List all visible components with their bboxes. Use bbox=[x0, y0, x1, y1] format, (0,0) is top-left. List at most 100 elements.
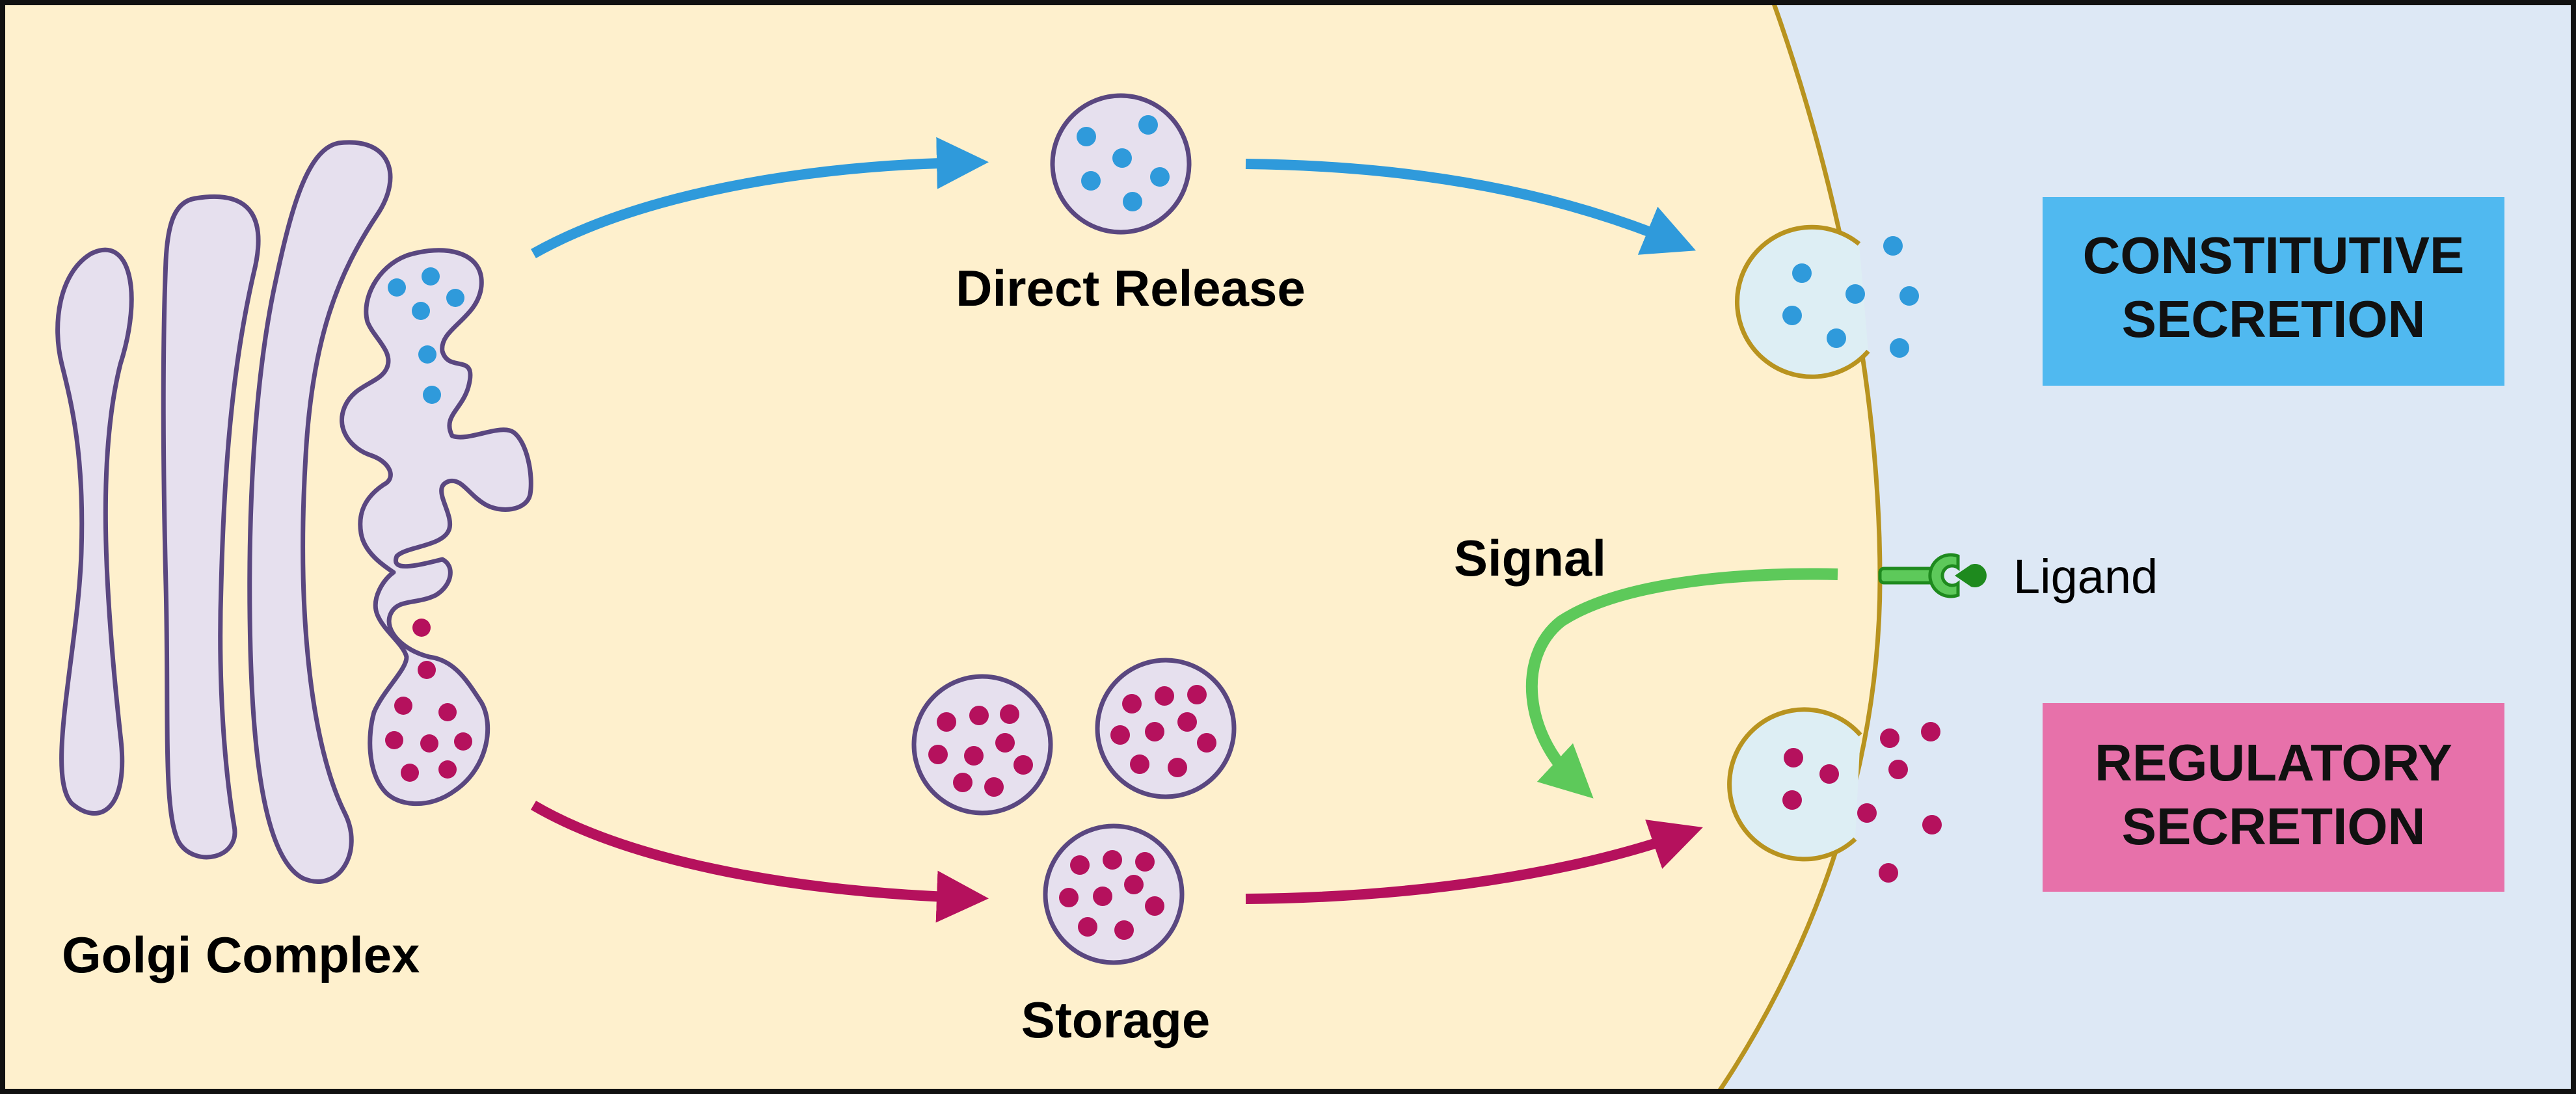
cargo-dot bbox=[1883, 236, 1903, 256]
cargo-dot bbox=[412, 302, 430, 320]
storage-vesicle bbox=[1043, 823, 1185, 965]
fused-vesicle-regulatory bbox=[1727, 707, 1942, 883]
cargo-dot bbox=[1000, 704, 1019, 724]
cargo-dot bbox=[1135, 852, 1155, 872]
storage-label: Storage bbox=[1021, 991, 1210, 1048]
cargo-dot bbox=[412, 619, 431, 637]
cargo-dot bbox=[1857, 803, 1877, 823]
cargo-dot bbox=[1093, 887, 1112, 906]
cargo-dot bbox=[1890, 338, 1909, 358]
cargo-dot bbox=[1124, 875, 1144, 894]
cargo-dot bbox=[953, 773, 973, 792]
cargo-dot bbox=[1819, 764, 1839, 784]
cargo-dot bbox=[438, 703, 457, 721]
cargo-dot bbox=[1081, 171, 1101, 191]
cargo-dot bbox=[1177, 712, 1197, 732]
golgi-complex-label: Golgi Complex bbox=[62, 926, 420, 983]
fused-vesicle-constitutive bbox=[1735, 224, 1919, 379]
released-regulatory-cargo bbox=[1857, 722, 1942, 883]
signal-label: Signal bbox=[1454, 529, 1606, 587]
cargo-dot bbox=[385, 731, 403, 749]
cargo-dot bbox=[1784, 748, 1803, 767]
arrow-direct-release-to-membrane bbox=[1245, 159, 1696, 255]
cargo-dot bbox=[454, 732, 472, 751]
cargo-dot bbox=[1138, 115, 1158, 135]
regulatory-secretion-box: REGULATORY SECRETION bbox=[2043, 703, 2504, 892]
direct-release-label: Direct Release bbox=[956, 260, 1306, 317]
regulatory-box-line1: REGULATORY bbox=[2095, 734, 2452, 792]
golgi-complex bbox=[55, 140, 533, 884]
cargo-dot bbox=[1150, 167, 1170, 187]
constitutive-secretion-box: CONSTITUTIVE SECRETION bbox=[2043, 197, 2504, 386]
constitutive-box-line2: SECRETION bbox=[2122, 290, 2426, 348]
arrow-golgi-to-storage bbox=[530, 801, 989, 923]
regulatory-box-line2: SECRETION bbox=[2122, 797, 2426, 855]
cargo-dot bbox=[928, 745, 948, 764]
direct-release-vesicle bbox=[1050, 93, 1192, 235]
cargo-dot bbox=[388, 278, 406, 297]
cargo-dot bbox=[984, 777, 1004, 797]
cargo-dot bbox=[1782, 306, 1802, 325]
cargo-dot bbox=[1168, 758, 1187, 777]
cargo-dot bbox=[1845, 284, 1865, 304]
cargo-dot bbox=[423, 386, 441, 404]
cargo-dot bbox=[1145, 896, 1164, 916]
arrow-signal bbox=[1525, 568, 1838, 799]
golgi-secretory-face bbox=[340, 248, 533, 807]
ligand-molecule bbox=[1955, 563, 1987, 587]
cargo-dot bbox=[1145, 722, 1164, 741]
cargo-dot bbox=[418, 661, 436, 679]
storage-vesicle bbox=[1095, 658, 1237, 799]
cargo-dot bbox=[1197, 733, 1216, 753]
released-constitutive-cargo bbox=[1883, 236, 1919, 358]
cargo-dot bbox=[1059, 888, 1079, 907]
cargo-dot bbox=[1899, 286, 1919, 306]
golgi-cisterna-2 bbox=[161, 194, 261, 860]
arrow-storage-to-membrane bbox=[1245, 820, 1703, 904]
cargo-dot bbox=[420, 734, 438, 753]
cargo-dot bbox=[1122, 694, 1142, 714]
cargo-dot bbox=[1888, 760, 1908, 779]
cargo-dot bbox=[394, 697, 412, 715]
golgi-cisterna-1 bbox=[55, 247, 134, 816]
cargo-dot bbox=[1103, 850, 1122, 870]
golgi-regulatory-cargo bbox=[385, 619, 472, 782]
storage-vesicle bbox=[911, 674, 1053, 816]
cargo-dot bbox=[1112, 148, 1132, 168]
cargo-dot bbox=[1155, 686, 1174, 706]
cargo-dot bbox=[964, 746, 984, 766]
golgi-cisterna-3 bbox=[247, 140, 393, 884]
cargo-dot bbox=[1110, 725, 1130, 745]
cargo-dot bbox=[422, 267, 440, 286]
cargo-dot bbox=[1078, 917, 1097, 937]
cargo-dot bbox=[446, 289, 464, 307]
arrow-golgi-to-direct-release bbox=[531, 137, 989, 258]
cargo-dot bbox=[1792, 263, 1812, 283]
cargo-dot bbox=[1880, 728, 1899, 748]
cargo-dot bbox=[438, 760, 457, 779]
cargo-dot bbox=[1130, 754, 1149, 774]
cargo-dot bbox=[969, 706, 989, 725]
cargo-dot bbox=[1922, 815, 1942, 834]
cargo-dot bbox=[1114, 920, 1134, 940]
cargo-dot bbox=[995, 733, 1015, 753]
cargo-dot bbox=[1077, 127, 1096, 146]
golgi-constitutive-cargo bbox=[388, 267, 464, 404]
ligand-label: Ligand bbox=[2013, 550, 2158, 604]
constitutive-box-line1: CONSTITUTIVE bbox=[2083, 226, 2465, 284]
cargo-dot bbox=[1187, 685, 1207, 704]
cargo-dot bbox=[1070, 855, 1090, 875]
cargo-dot bbox=[1013, 755, 1033, 775]
cargo-dot bbox=[1123, 192, 1142, 211]
cargo-dot bbox=[401, 764, 419, 782]
cargo-dot bbox=[1782, 790, 1802, 810]
cargo-dot bbox=[937, 712, 956, 732]
cargo-dot bbox=[1827, 328, 1846, 348]
cargo-dot bbox=[1921, 722, 1940, 741]
cargo-dot bbox=[1879, 863, 1898, 883]
storage-vesicles bbox=[911, 658, 1237, 965]
cargo-dot bbox=[418, 345, 436, 364]
ligand-receptor-icon bbox=[1878, 553, 1987, 598]
